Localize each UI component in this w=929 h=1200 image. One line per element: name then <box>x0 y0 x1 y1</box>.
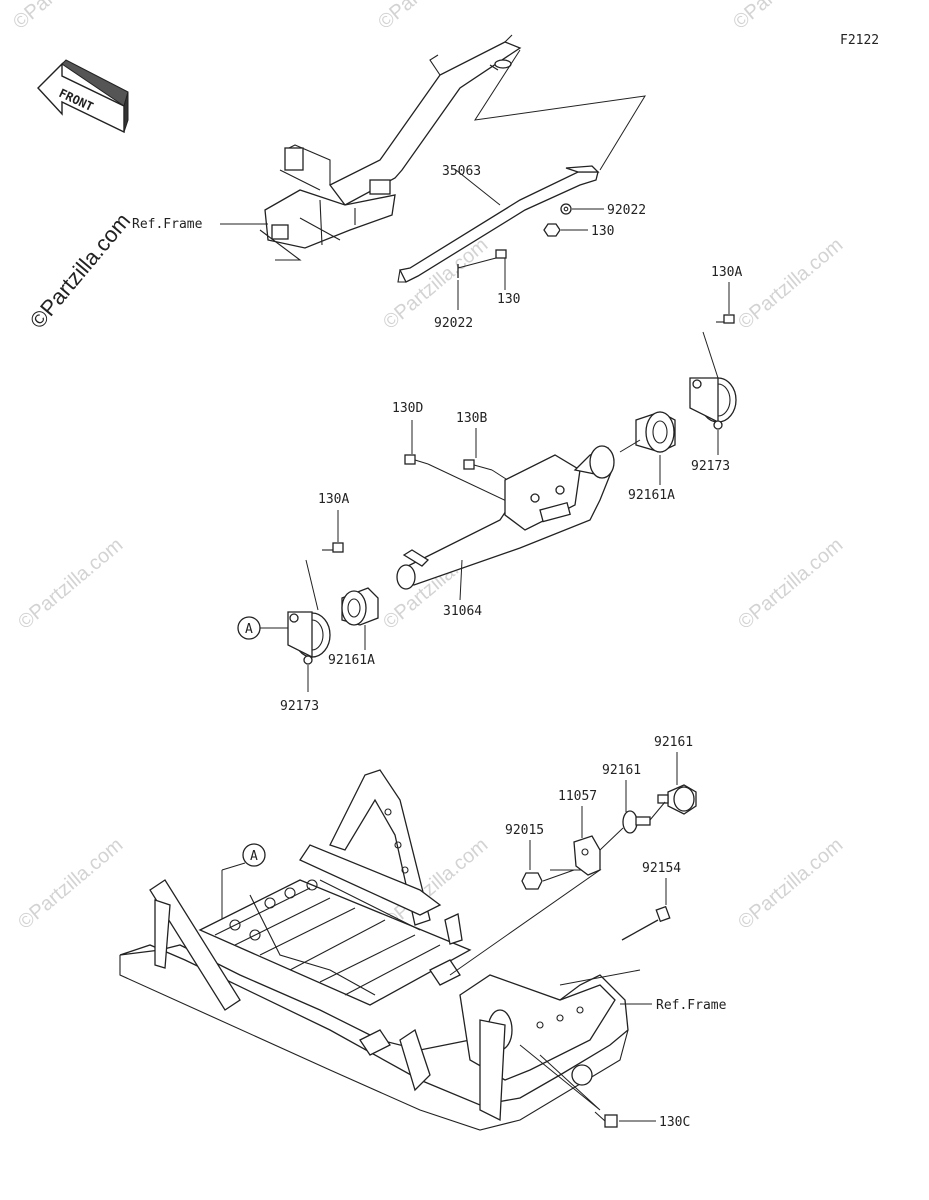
label-130B: 130B <box>456 411 487 426</box>
label-92022-right: 92022 <box>607 203 646 218</box>
figure-code: F2122 <box>840 33 879 48</box>
label-130-right: 130 <box>591 224 614 239</box>
label-31064: 31064 <box>443 604 482 619</box>
bolt-130B <box>463 459 493 471</box>
bushing-92161-mid <box>622 810 651 834</box>
bolt-130 <box>457 249 507 269</box>
watermark: ©Partzilla.com <box>14 534 127 634</box>
bracket-11057 <box>573 835 601 876</box>
bolt-130D <box>404 454 429 465</box>
label-130-mid: 130 <box>497 292 520 307</box>
upper-frame-drawing <box>259 34 522 261</box>
clamp-92173-right <box>689 377 737 430</box>
callout-a-lower-label: A <box>250 849 258 864</box>
clamp-92173-left <box>287 611 331 665</box>
label-92161A-left: 92161A <box>328 653 375 668</box>
label-92015: 92015 <box>505 823 544 838</box>
washer-92022 <box>560 203 572 215</box>
nut-130 <box>543 223 561 237</box>
watermark: ©Partzilla.com <box>734 234 847 334</box>
arm-31064 <box>396 445 615 590</box>
bushing-92161A-left <box>341 587 379 626</box>
watermark: ©Partzilla.com <box>9 0 122 34</box>
callout-a-upper-label: A <box>245 622 253 637</box>
label-92161-mid: 92161 <box>602 763 641 778</box>
bolt-92154 <box>621 905 671 941</box>
chassis-frame-drawing <box>119 769 629 1131</box>
label-92022-bottom: 92022 <box>434 316 473 331</box>
watermark: ©Partzilla.com <box>374 0 487 34</box>
bushing-92161-top <box>657 784 697 815</box>
label-130A-right: 130A <box>711 265 742 280</box>
label-92173-left: 92173 <box>280 699 319 714</box>
nut-92015 <box>521 872 543 890</box>
ref-frame-label-top: Ref.Frame <box>132 217 203 232</box>
label-92161-top: 92161 <box>654 735 693 750</box>
label-92173-right: 92173 <box>691 459 730 474</box>
label-130D: 130D <box>392 401 423 416</box>
side-watermark: ©Partzilla.com <box>25 208 136 333</box>
label-35063: 35063 <box>442 164 481 179</box>
label-92154: 92154 <box>642 861 681 876</box>
ref-frame-label-bottom: Ref.Frame <box>656 998 727 1013</box>
label-11057: 11057 <box>558 789 597 804</box>
watermark: ©Partzilla.com <box>729 0 842 34</box>
label-92161A-right: 92161A <box>628 488 675 503</box>
bushing-92161A-right <box>635 411 676 453</box>
watermark: ©Partzilla.com <box>734 534 847 634</box>
watermark: ©Partzilla.com <box>734 834 847 934</box>
brace-35063 <box>397 165 600 283</box>
watermark: ©Partzilla.com <box>14 834 127 934</box>
label-130C: 130C <box>659 1115 690 1130</box>
callout-a-lower <box>242 843 266 867</box>
bolt-130A-left <box>322 542 344 553</box>
bolt-130A-right <box>716 314 735 324</box>
label-130A-left: 130A <box>318 492 349 507</box>
front-arrow-icon: FRONT <box>37 59 129 134</box>
bolt-130C <box>594 1111 618 1128</box>
